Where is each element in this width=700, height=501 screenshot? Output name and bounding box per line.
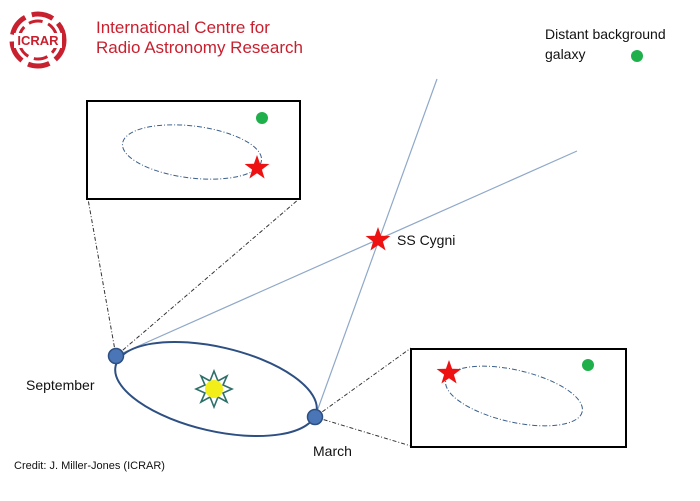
galaxy-dot-icon xyxy=(631,50,643,62)
earth-dot-march xyxy=(306,408,324,426)
org-name-line-1: International Centre for xyxy=(96,18,270,37)
galaxy-label-line-1: Distant background xyxy=(545,26,666,42)
icrar-logo-icon: ICRAR xyxy=(9,11,67,69)
projection-line xyxy=(115,198,300,357)
projection-line xyxy=(87,198,117,357)
galaxy-dot-icon xyxy=(582,359,594,371)
logo-text: ICRAR xyxy=(17,33,59,48)
september-label: September xyxy=(26,377,95,393)
star-icon xyxy=(365,227,391,251)
earth-dot-september xyxy=(107,347,125,365)
star-icon xyxy=(436,360,462,384)
sight-line-march xyxy=(314,78,438,418)
projection-line xyxy=(314,416,412,447)
inset-view-september xyxy=(86,100,301,200)
sun-icon xyxy=(194,368,234,410)
inset-view-march xyxy=(410,348,627,448)
star-icon xyxy=(244,155,270,179)
org-name-line-2: Radio Astronomy Research xyxy=(96,38,303,57)
galaxy-label: Distant background galaxy xyxy=(545,24,666,64)
projection-line xyxy=(314,347,412,418)
star-label: SS Cygni xyxy=(397,232,456,248)
galaxy-label-line-2: galaxy xyxy=(545,46,586,62)
sight-line-september xyxy=(115,150,578,357)
credit-text: Credit: J. Miller-Jones (ICRAR) xyxy=(14,460,165,472)
galaxy-dot-icon xyxy=(256,112,268,124)
march-label: March xyxy=(313,443,352,459)
